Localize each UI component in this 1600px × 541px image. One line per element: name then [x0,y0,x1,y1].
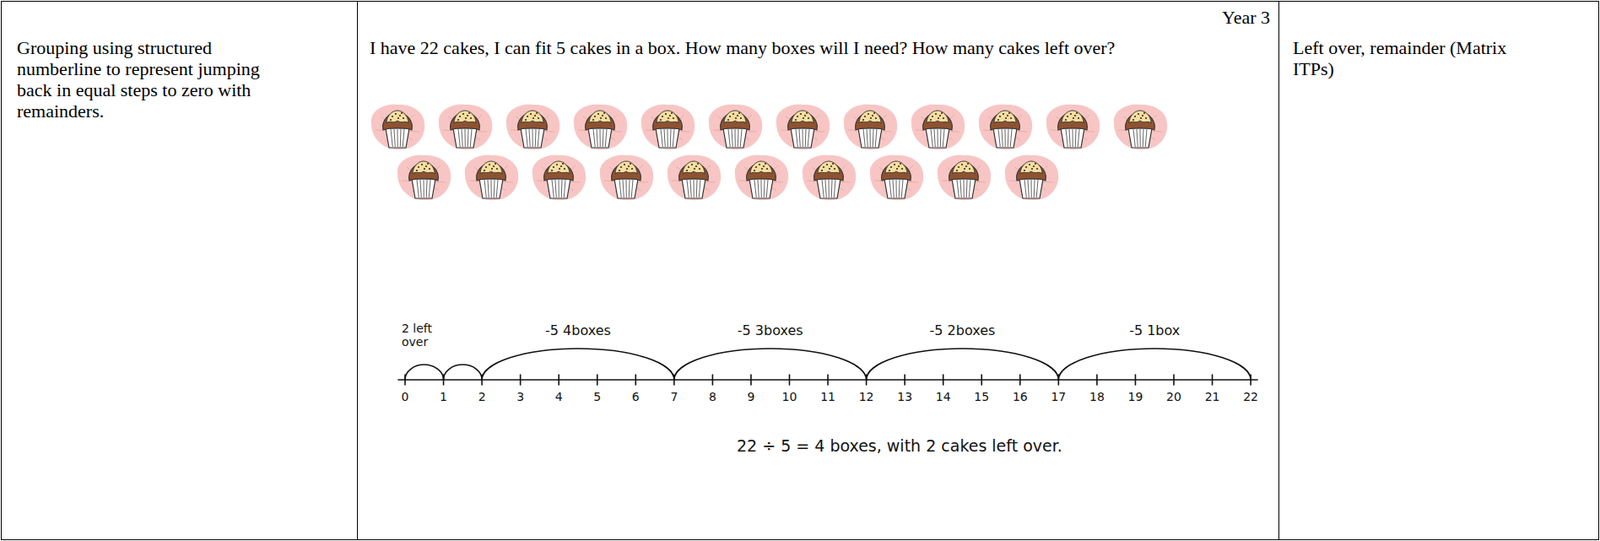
number-line [398,348,1258,385]
cupcake [708,104,763,151]
tick-mark [827,374,829,385]
jump-label: -5 1box [1129,323,1180,339]
cupcake [978,104,1033,151]
tick-number: 16 [1012,389,1028,404]
tick-mark [712,374,714,385]
jump-arc [443,364,483,380]
tick-number: 1 [439,389,448,404]
tick-number: 10 [782,389,798,404]
tick-mark [980,374,983,385]
cupcake [397,155,451,201]
tick-mark [1211,374,1214,385]
jump-arc [405,364,444,380]
tick-mark [519,374,522,385]
tick-number: 8 [708,389,717,404]
tick-number: 14 [935,389,952,404]
tick-mark [1096,374,1098,385]
jump-label: -5 4boxes [545,323,611,339]
jump-label: -5 2boxes [929,323,996,339]
tick-number: 2 [478,389,487,404]
tick-number: 3 [516,389,525,404]
tick-number: 4 [555,389,563,404]
tick-number: 6 [632,389,640,404]
cupcake [1005,155,1059,201]
table-cell: Grouping using structured numberline to … [0,0,358,541]
table-cell: Year 3 I have 22 cakes, I can fit 5 cakes… [356,0,1280,541]
cupcake [1113,104,1168,151]
cupcake [911,104,965,151]
cupcake [573,104,628,151]
tick-number: 0 [401,389,410,404]
cupcake [937,155,991,201]
year-label: Year 3 [1221,6,1271,28]
remainder-label: 2 left over [401,321,446,349]
cupcake [371,104,425,151]
cupcake [464,155,519,201]
tick-mark [1019,374,1022,385]
tick-number: 11 [820,389,836,404]
cupcakes [371,104,1168,201]
jump-arc [674,348,867,380]
tick-number: 12 [859,389,875,404]
tick-mark [1135,374,1137,385]
tick-mark [750,374,752,385]
tick-number: 9 [746,389,755,404]
tick-number: 13 [897,389,913,404]
answer-sentence: 22 ÷ 5 = 4 boxes, with 2 cakes left over… [736,437,1063,455]
jump-label: -5 3boxes [737,323,804,339]
cell-text: Left over, remainder (Matrix ITPs) [1292,37,1513,80]
jump-arc [866,348,1060,380]
cupcake [600,155,654,201]
tick-mark [903,374,906,385]
tick-number: 21 [1205,389,1221,404]
tick-mark [1172,374,1175,385]
jump-arc [1058,348,1251,380]
cell-text: Grouping using structured numberline to … [16,37,296,122]
cupcake [532,155,586,201]
cupcake [506,104,560,151]
cupcake [802,155,856,201]
tick-number: 7 [670,389,678,404]
cupcake [843,104,898,151]
cupcake [870,155,924,201]
cupcake [1046,104,1100,151]
tick-number: 22 [1243,389,1259,404]
tick-number: 17 [1050,389,1066,404]
jump-arc [481,348,675,380]
table-cell: Left over, remainder (Matrix ITPs) [1278,0,1600,541]
cupcake [438,104,492,151]
cupcake [776,104,830,151]
tick-number: 18 [1089,389,1105,404]
cupcake [667,155,721,201]
cupcake [735,155,789,201]
tick-mark [634,374,637,385]
tick-mark [596,374,599,385]
tick-mark [789,374,791,385]
cell-text: I have 22 cakes, I can fit 5 cakes in a … [369,37,1222,59]
tick-number: 15 [973,389,990,404]
cupcake [641,104,695,151]
tick-number: 19 [1128,389,1144,404]
tick-number: 20 [1166,389,1182,404]
tick-number: 5 [593,389,601,404]
tick-mark [942,374,945,385]
tick-mark [557,374,560,385]
